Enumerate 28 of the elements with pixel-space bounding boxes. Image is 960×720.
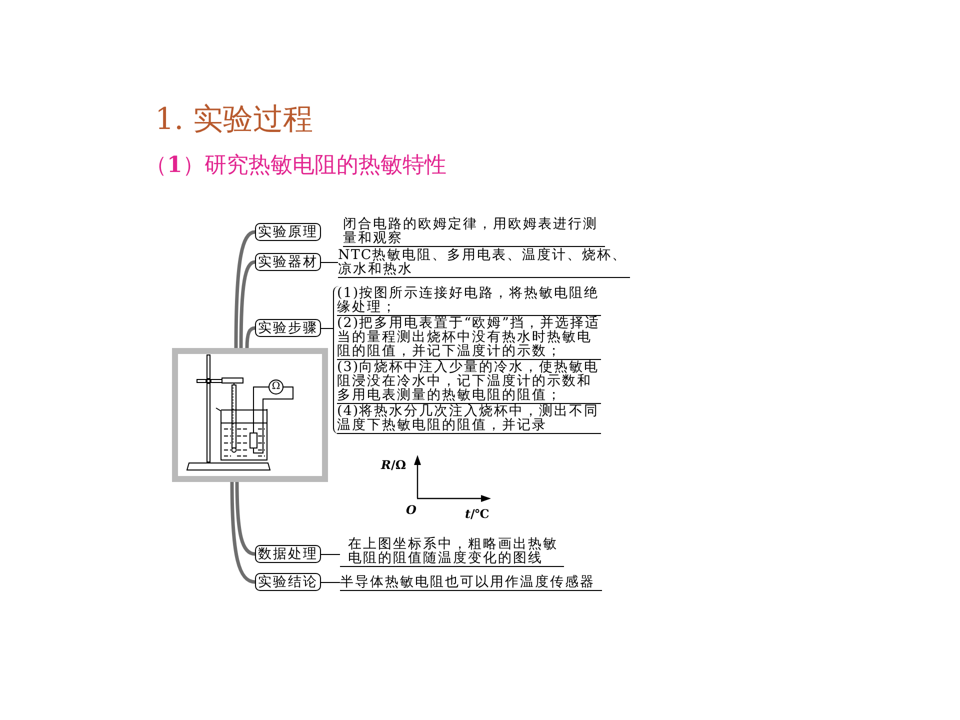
bracketed-list <box>333 286 601 434</box>
topic-box: 实验结论 <box>255 573 321 591</box>
step-text: (4)将热水分几次注入烧杯中，测出不同温度下热敏电阻的阻值，并记录 <box>337 404 601 434</box>
title: 1. 实验过程 <box>155 102 314 138</box>
connector-line <box>320 262 338 263</box>
description-text: 半导体热敏电阻也可以用作温度传感器 <box>340 575 602 591</box>
topic-box: 实验原理 <box>255 223 321 241</box>
description-text: NTC热敏电阻、多用电表、温度计、烧杯、凉水和热水 <box>338 248 630 278</box>
axis-label: t/℃ <box>465 507 490 521</box>
topic-box: 数据处理 <box>255 545 321 563</box>
step-text: (2)把多用电表置于“欧姆”挡，并选择适当的量程测出烧杯中没有热水时热敏电阻的阻值，并记下温度计的示数； <box>337 316 601 360</box>
axis-label: R/Ω <box>381 458 406 472</box>
branch-line <box>239 260 256 348</box>
step-text: (3)向烧杯中注入少量的冷水，使热敏电阻浸没在冷水中，记下温度计的示数和多用电表测量的热敏电阻的阻值； <box>337 360 601 404</box>
connector-line <box>320 328 334 329</box>
topic-box: 实验步骤 <box>255 319 321 337</box>
connector-line <box>320 582 340 583</box>
picture-frame <box>172 348 328 482</box>
branch-line <box>245 326 256 348</box>
branch-line <box>235 482 256 556</box>
description-text: 在上图坐标系中，粗略画出热敏电阻的阻值随温度变化的图线 <box>340 537 564 567</box>
step-text: (1)按图所示连接好电路，将热敏电阻绝缘处理； <box>337 286 601 316</box>
subtitle: （1）研究热敏电阻的热敏特性 <box>145 152 446 179</box>
origin-label: O <box>406 503 416 517</box>
connector-line <box>320 554 340 555</box>
topic-box: 实验器材 <box>255 253 321 271</box>
description-text: 闭合电路的欧姆定律，用欧姆表进行测量和观察 <box>343 217 605 247</box>
ohm-symbol: Ω <box>272 381 280 393</box>
